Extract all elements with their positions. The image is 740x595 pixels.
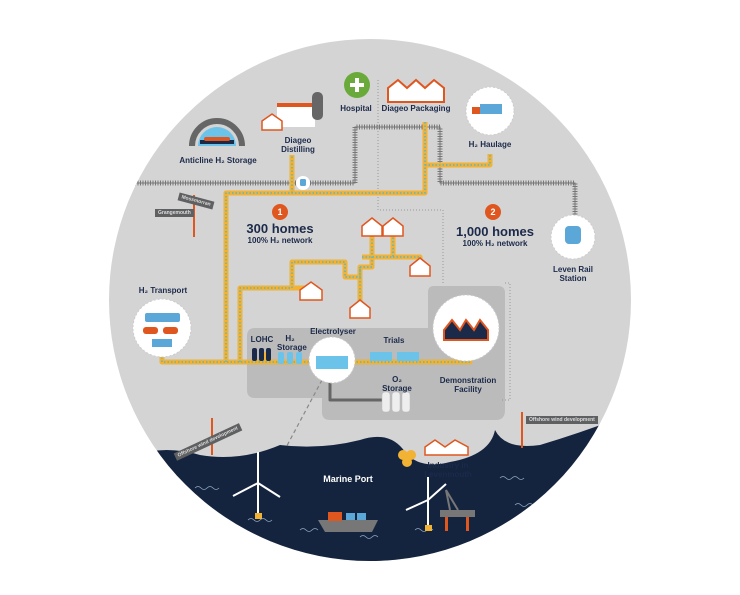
phase-2-network: 100% H₂ network <box>462 239 528 248</box>
electrolyser-label: Electrolyser <box>310 327 356 336</box>
h2-storage-tanks <box>278 352 302 364</box>
transport-icon <box>132 298 192 358</box>
railway <box>120 124 578 215</box>
lohc-label: LOHC <box>250 335 274 344</box>
phase-2-homes: 1,000 homes <box>455 224 535 239</box>
waves <box>194 476 534 539</box>
packaging-building-icon <box>387 78 445 103</box>
rail-station-label: Leven Rail Station <box>552 265 593 283</box>
trial-tank-icon <box>397 352 419 361</box>
industry-label: Industry in Levenmouth <box>424 461 472 479</box>
h2-storage-label: H₂ Storage <box>277 334 307 352</box>
trials-label: Trials <box>383 336 405 345</box>
anticline-storage-label: Anticline H₂ Storage <box>179 156 257 165</box>
lohc-tanks <box>252 348 271 361</box>
industry-icon <box>424 439 469 456</box>
offshore-sign-right: Offshore wind development <box>526 416 598 424</box>
phase-1-homes: 300 homes <box>246 221 314 236</box>
o2-storage-tanks <box>381 391 411 413</box>
distillery-icon <box>261 92 323 131</box>
trial-tank-icon <box>370 352 392 361</box>
anticline-storage-icon <box>189 118 245 147</box>
phase-1-network: 100% H₂ network <box>247 236 313 245</box>
phase-1-badge: 1 <box>272 204 288 220</box>
haulage-label: H₂ Haulage <box>468 140 512 149</box>
o2-storage-label: O₂ Storage <box>382 375 412 393</box>
wind-turbine-icon <box>232 452 281 516</box>
house-icons <box>299 217 431 319</box>
ship-icon <box>318 520 378 532</box>
demonstration-facility-label: Demonstration Facility <box>439 376 497 394</box>
signpost-bottom: Grangemouth <box>155 209 194 217</box>
phase-2-badge: 2 <box>485 204 501 220</box>
oil-rig-icon <box>440 489 475 531</box>
marine-port-label: Marine Port <box>323 474 373 484</box>
hospital-label: Hospital <box>340 104 372 113</box>
transport-label: H₂ Transport <box>138 286 188 295</box>
wind-turbine-icon <box>405 477 447 528</box>
distilling-label: Diageo Distilling <box>281 136 315 154</box>
packaging-label: Diageo Packaging <box>381 104 451 113</box>
